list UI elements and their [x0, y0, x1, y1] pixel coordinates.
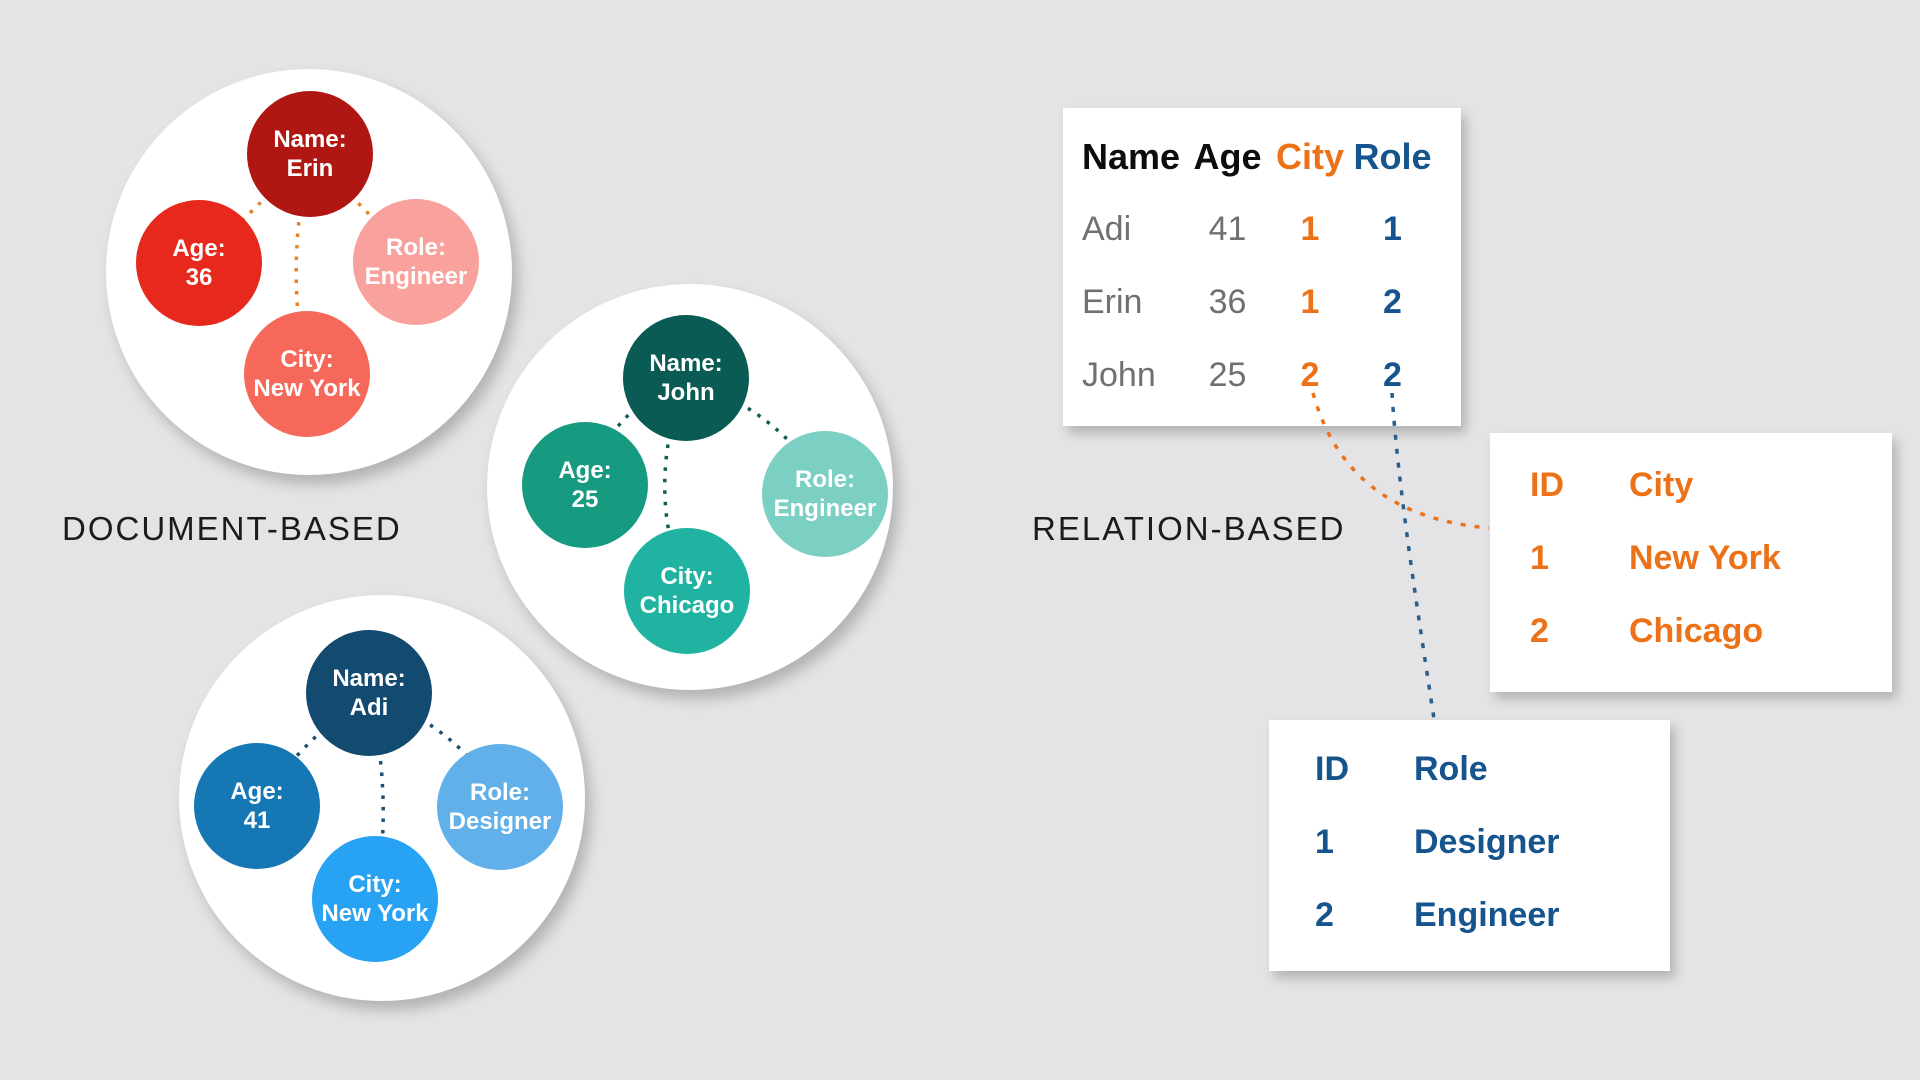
- column-header-id: ID: [1530, 466, 1564, 504]
- city-lookup-table: ID City 1 New York 2 Chicago: [1490, 433, 1892, 692]
- cell-name: Adi: [1082, 210, 1132, 248]
- cell-name: John: [1082, 356, 1156, 394]
- node-label: City:: [660, 563, 714, 590]
- node-erin-age: Age: 36: [136, 200, 262, 326]
- node-value: New York: [253, 375, 361, 402]
- node-john-city: City: Chicago: [624, 528, 750, 654]
- column-header-id: ID: [1315, 750, 1349, 788]
- node-value: Engineer: [773, 495, 877, 522]
- node-john-role: Role: Engineer: [762, 431, 888, 557]
- cell-role-fk: 2: [1383, 356, 1402, 394]
- node-adi-age: Age: 41: [194, 743, 320, 869]
- node-erin-role: Role: Engineer: [353, 199, 479, 325]
- node-john-age: Age: 25: [522, 422, 648, 548]
- node-john-name: Name: John: [623, 315, 749, 441]
- column-header-name: Name: [1082, 135, 1181, 177]
- node-label: City:: [280, 346, 334, 373]
- node-value: 41: [243, 807, 271, 834]
- cell-age: 41: [1208, 210, 1247, 248]
- relation-based-label: RELATION-BASED: [1032, 510, 1346, 547]
- cell-role-fk: 2: [1383, 283, 1402, 321]
- node-value: 25: [571, 486, 599, 513]
- column-header-role: Role: [1353, 135, 1432, 177]
- column-header-role: Role: [1414, 750, 1488, 788]
- node-label: Role:: [795, 466, 855, 493]
- cell-id: 2: [1530, 612, 1549, 650]
- node-label: Name:: [273, 126, 347, 153]
- node-adi-role: Role: Designer: [437, 744, 563, 870]
- node-adi-city: City: New York: [312, 836, 438, 962]
- cell-city-fk: 1: [1300, 210, 1320, 248]
- node-label: Age:: [172, 235, 226, 262]
- cell-id: 1: [1315, 823, 1334, 861]
- role-lookup-table: ID Role 1 Designer 2 Engineer: [1269, 720, 1670, 971]
- column-header-city: City: [1629, 466, 1694, 504]
- node-value: Chicago: [639, 592, 735, 619]
- cell-city-fk: 1: [1300, 283, 1320, 321]
- node-value: Designer: [448, 808, 552, 835]
- cell-role: Designer: [1414, 823, 1560, 861]
- node-value: John: [657, 379, 715, 406]
- node-erin-city: City: New York: [244, 311, 370, 437]
- node-label: City:: [348, 871, 402, 898]
- node-label: Role:: [386, 234, 446, 261]
- node-adi-name: Name: Adi: [306, 630, 432, 756]
- node-value: Erin: [286, 155, 334, 182]
- column-header-city: City: [1275, 135, 1344, 177]
- column-header-age: Age: [1193, 135, 1262, 177]
- document-based-label: DOCUMENT-BASED: [62, 510, 402, 547]
- cell-age: 36: [1208, 283, 1247, 321]
- node-label: Role:: [470, 779, 530, 806]
- main-relational-table: Name Age City Role Adi 41 1 1 Erin 36 1 …: [1063, 108, 1461, 426]
- node-label: Age:: [558, 457, 612, 484]
- node-label: Age:: [230, 778, 284, 805]
- cell-age: 25: [1208, 356, 1247, 394]
- role-fk-connector: [1390, 392, 1436, 720]
- node-value: 36: [185, 264, 213, 291]
- cell-role: Engineer: [1414, 896, 1560, 934]
- node-label: Name:: [649, 350, 723, 377]
- cell-id: 1: [1530, 539, 1549, 577]
- cell-city: Chicago: [1629, 612, 1764, 650]
- cell-city-fk: 2: [1300, 356, 1320, 394]
- cell-city: New York: [1629, 539, 1781, 577]
- node-value: Engineer: [364, 263, 468, 290]
- cell-role-fk: 1: [1383, 210, 1402, 248]
- node-label: Name:: [332, 665, 406, 692]
- node-value: Adi: [349, 694, 389, 721]
- node-value: New York: [321, 900, 429, 927]
- node-erin-name: Name: Erin: [247, 91, 373, 217]
- cell-id: 2: [1315, 896, 1334, 934]
- cell-name: Erin: [1082, 283, 1143, 321]
